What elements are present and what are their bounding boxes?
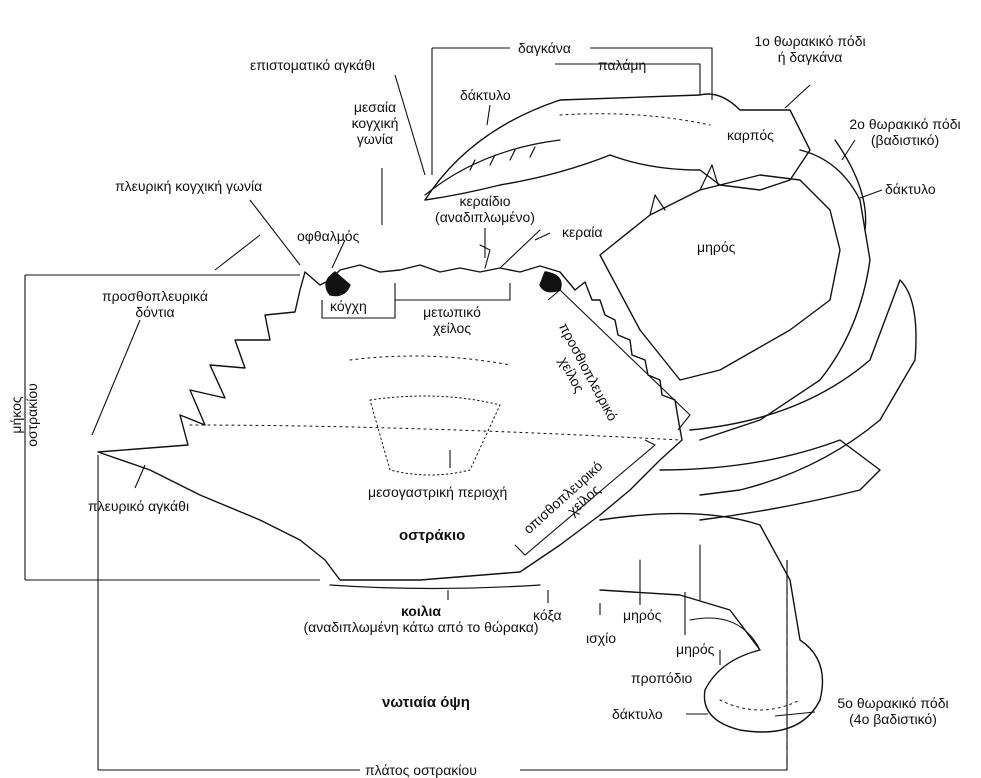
antenna-line <box>500 230 540 268</box>
cheliped-spines <box>650 165 718 215</box>
leader-leg1 <box>785 85 810 108</box>
label-leg5-line1: 5ο θωρακικό πόδι <box>818 695 968 711</box>
label-abdomen: κοιλια (αναδιπλωμένη κάτω από το θώρακα) <box>266 603 576 635</box>
label-palm: παλάμη <box>598 57 646 73</box>
mesogastric-region <box>370 396 500 475</box>
label-antennule-line2: (αναδιπλωμένο) <box>420 209 550 225</box>
label-leg1-line2: ή δαγκάνα <box>735 49 885 65</box>
label-frontal-line1: μετωπικό <box>412 304 492 320</box>
label-anterolateral-teeth: προσθοπλευρικά δόντια <box>100 288 210 320</box>
label-leg5: 5ο θωρακικό πόδι (4ο βαδιστικό) <box>818 695 968 727</box>
swimming-leg-dots <box>720 700 800 710</box>
label-dorsal-view: νωτιαία όψη <box>382 695 470 711</box>
label-teeth-line2: δόντια <box>100 304 210 320</box>
leader-finger-right <box>860 190 882 198</box>
label-mesogastric-region: μεσογαστρική περιοχή <box>368 484 507 500</box>
label-wrist: καρπός <box>727 127 774 143</box>
label-epistomal-spine: επιστοματικό αγκάθι <box>250 57 375 73</box>
label-length-line2: οστρακίου <box>24 375 40 455</box>
cheliped-merus <box>600 175 840 380</box>
leader-antenna <box>535 233 550 240</box>
label-propodus: προπόδιο <box>631 670 692 686</box>
label-merus-swim-b: μηρός <box>676 641 714 657</box>
label-mid-orbital-angle: μεσαία κογχική γωνία <box>330 99 420 147</box>
length-bracket <box>25 275 320 580</box>
label-length-line1: μήκος <box>8 375 24 455</box>
label-frontal-margin: μετωπικό χείλος <box>412 304 492 336</box>
label-leg2: 2ο θωρακικό πόδι (βαδιστικό) <box>830 116 980 148</box>
label-abdomen-line1: κοιλια <box>266 603 576 619</box>
label-antennule-line1: κεραίδιο <box>420 193 550 209</box>
label-carapace-width: πλάτος οστρακίου <box>365 762 477 778</box>
label-antenna: κεραία <box>562 224 603 240</box>
swimming-leg-segments <box>640 545 760 650</box>
label-claw: δαγκάνα <box>518 40 571 56</box>
abdomen-edge <box>330 585 540 589</box>
label-ischium: ισχίο <box>586 630 616 646</box>
label-mid-angle-line3: γωνία <box>330 131 420 147</box>
label-lateral-spine: πλευρικό αγκάθι <box>88 498 189 514</box>
leader-finger <box>487 105 490 125</box>
walking-leg-2 <box>700 150 870 440</box>
label-leg5-line2: (4ο βαδιστικό) <box>818 711 968 727</box>
leader-lateral-angle <box>250 200 300 265</box>
label-leg1-line1: 1ο θωρακικό πόδι <box>735 33 885 49</box>
label-dactyl: δάκτυλο <box>612 706 663 722</box>
label-finger: δάκτυλο <box>460 87 511 103</box>
frontal-bracket <box>395 283 510 300</box>
mesogastric-dots <box>350 356 510 365</box>
label-mid-angle-line1: μεσαία <box>330 99 420 115</box>
walking-leg-4 <box>660 440 880 520</box>
label-orbit: κόγχη <box>330 298 367 314</box>
label-finger-right: δάκτυλο <box>885 181 936 197</box>
label-eye: οφθαλμός <box>297 228 359 244</box>
eye-right <box>540 272 561 292</box>
label-leg1: 1ο θωρακικό πόδι ή δαγκάνα <box>735 33 885 65</box>
claw-dots <box>560 114 710 125</box>
label-mid-angle-line2: κογχική <box>330 115 420 131</box>
label-merus-swim-a: μηρός <box>623 607 661 623</box>
label-lateral-orbital-angle: πλευρική κογχική γωνία <box>115 178 262 194</box>
label-teeth-line1: προσθοπλευρικά <box>100 288 210 304</box>
carapace-inner-dots <box>190 425 680 440</box>
eye-left <box>326 272 350 296</box>
leader-anterolateral-teeth <box>92 235 260 435</box>
label-carapace-length: μήκος οστρακίου <box>8 375 40 455</box>
label-coxa: κόξα <box>533 607 562 623</box>
label-frontal-line2: χείλος <box>412 320 492 336</box>
label-leg2-line2: (βαδιστικό) <box>830 132 980 148</box>
walking-leg-3 <box>690 280 916 495</box>
label-abdomen-line2: (αναδιπλωμένη κάτω από το θώρακα) <box>266 619 576 635</box>
label-carapace: οστράκιο <box>399 528 465 544</box>
claw-bracket <box>432 48 712 175</box>
leader-eye <box>332 240 345 268</box>
label-leg2-line1: 2ο θωρακικό πόδι <box>830 116 980 132</box>
label-antennule: κεραίδιο (αναδιπλωμένο) <box>420 193 550 225</box>
label-merus-claw: μηρός <box>697 239 735 255</box>
claw-outline <box>425 94 810 200</box>
leader-lateral-spine <box>135 465 145 488</box>
